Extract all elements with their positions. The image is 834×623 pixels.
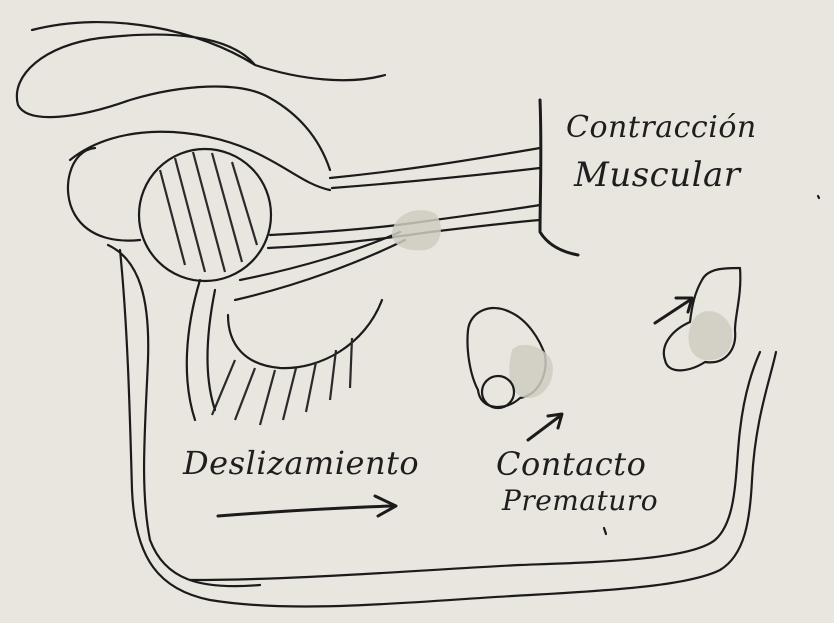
slide-direction-arrow xyxy=(218,496,396,516)
upper-tooth-arrow xyxy=(655,298,692,323)
lower-tooth-root xyxy=(482,376,514,408)
tick-mark xyxy=(604,528,606,534)
upper-contact-blob xyxy=(688,311,732,360)
contact-point-blob xyxy=(509,345,553,398)
condyle-hatching xyxy=(160,152,257,272)
dot-mark xyxy=(818,196,819,198)
label-deslizamiento: Deslizamiento xyxy=(183,444,419,482)
muscle-fibers xyxy=(235,148,540,300)
condyle-head xyxy=(139,149,271,281)
label-contacto: Contacto xyxy=(496,445,646,483)
cranial-base-outline xyxy=(255,65,385,80)
coronoid-notch xyxy=(228,300,382,368)
muscle-insertion-blob xyxy=(392,210,441,250)
fossa-outline xyxy=(68,148,140,241)
label-muscular: Muscular xyxy=(574,155,741,195)
zygomatic-arch-outline xyxy=(17,22,330,170)
label-contraccion: Contracción xyxy=(566,110,757,145)
label-prematuro: Prematuro xyxy=(502,484,658,517)
coronoid-hatching xyxy=(212,338,352,425)
ramus-shadow-lines xyxy=(187,280,215,420)
contact-arrow xyxy=(528,414,562,440)
